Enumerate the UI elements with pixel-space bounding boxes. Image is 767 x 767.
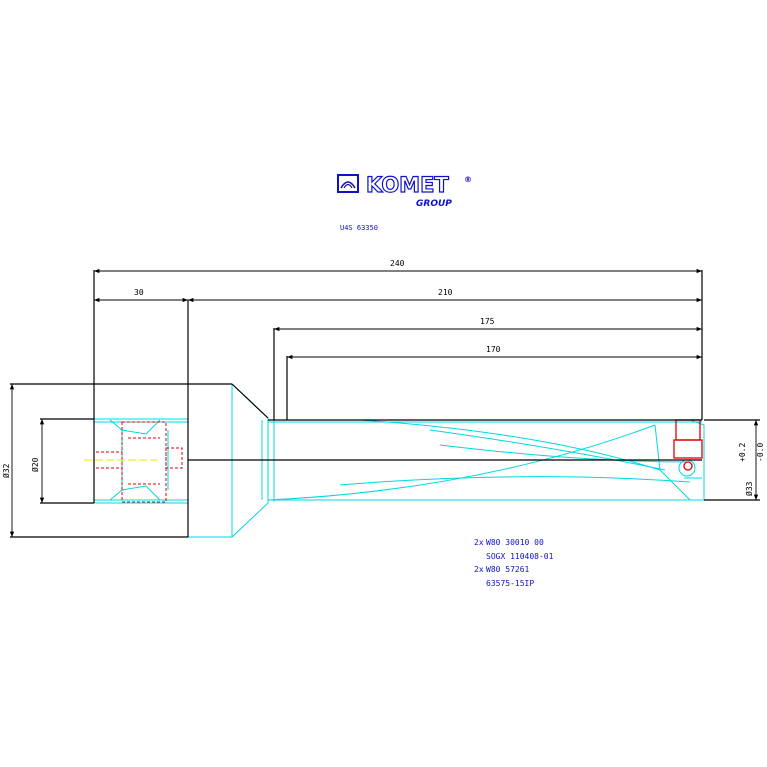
dim-bore-diameter: Ø20 [30,457,40,472]
dim-drill-diameter: Ø33 [744,481,754,496]
dim-drill-depth-2: 170 [486,345,501,354]
komet-logo: KOMET ® GROUP [337,172,472,209]
dim-drill-depth-1: 175 [480,317,495,326]
dim-tolerance-upper: +0.2 [738,443,747,462]
dim-body-length: 210 [438,288,453,297]
komet-logo-icon [337,174,359,193]
part-1-qty: 2x [474,538,484,547]
part-2-code: W80 57261 [486,565,530,574]
logo-registered: ® [464,175,472,184]
logo-subtitle: GROUP [416,199,452,209]
insert-pocket [673,419,703,471]
tool-outline [10,270,760,538]
tool-body [93,383,705,538]
dim-overall-length: 240 [390,259,405,268]
hidden-parts [96,421,183,503]
part-1-code: W80 30010 00 [486,538,544,547]
dim-shank-diameter: Ø32 [1,463,11,478]
dimension-lines [9,268,759,537]
part-1-desc: SOGX 110408-01 [486,552,554,561]
dim-tolerance-lower: -0.0 [756,443,765,462]
logo-name: KOMET [366,173,449,197]
drawing-code: U4S 63350 [340,224,378,232]
dim-shank-length: 30 [134,288,144,297]
parts-list: 2x W80 30010 00 SOGX 110408-01 2x W80 57… [474,538,554,588]
part-2-qty: 2x [474,565,484,574]
part-2-desc: 63575-15IP [486,579,534,588]
